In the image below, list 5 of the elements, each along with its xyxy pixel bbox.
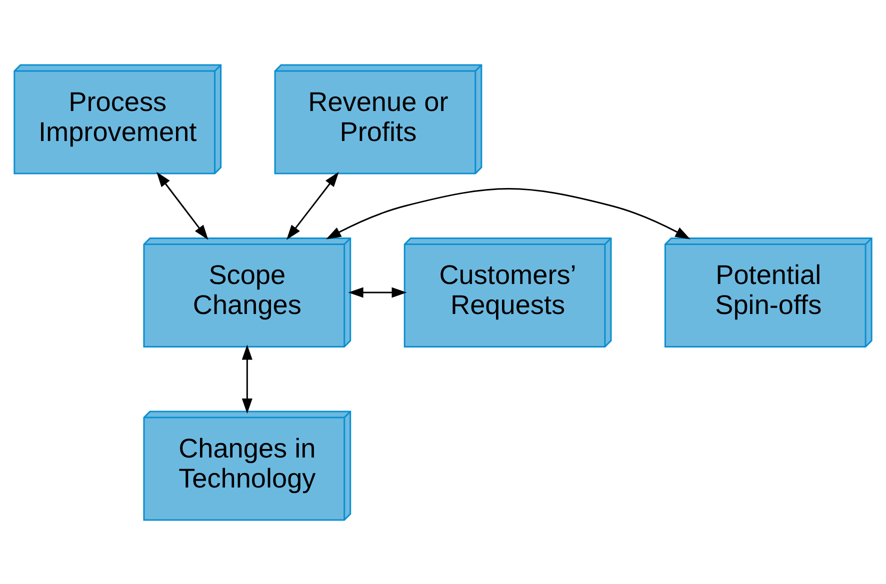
arrow (242, 344, 252, 414)
arrow (156, 171, 208, 240)
arrow (326, 188, 690, 239)
arrow (348, 286, 407, 298)
arrow (286, 171, 339, 240)
